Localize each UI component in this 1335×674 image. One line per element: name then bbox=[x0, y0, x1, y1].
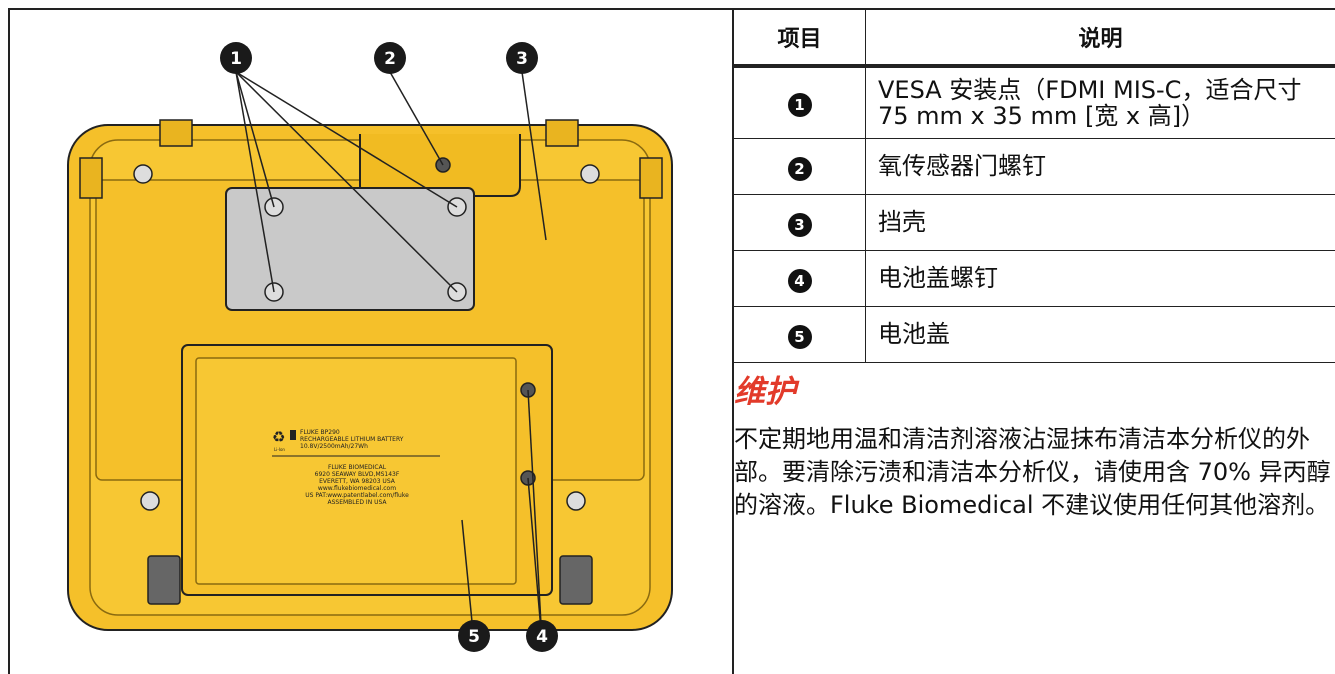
callout-5: 5 bbox=[468, 627, 480, 647]
row-description: VESA 安装点（FDMI MIS-C，适合尺寸 75 mm x 35 mm [… bbox=[866, 66, 1335, 138]
table-row: 3 挡壳 bbox=[734, 194, 1335, 250]
foot-right bbox=[560, 556, 592, 604]
table-row: 1 VESA 安装点（FDMI MIS-C，适合尺寸 75 mm x 35 mm… bbox=[734, 66, 1335, 138]
table-row: 2 氧传感器门螺钉 bbox=[734, 138, 1335, 194]
vesa-plate bbox=[226, 188, 474, 310]
side-tab-left bbox=[80, 158, 102, 198]
maintenance-body: 不定期地用温和清洁剂溶液沾湿抹布清洁本分析仪的外部。要清除污渍和清洁本分析仪，请… bbox=[734, 423, 1334, 522]
battery-label-liion: Li-Ion bbox=[274, 447, 285, 452]
battery-label-mfr4: www.flukebiomedical.com bbox=[318, 485, 396, 492]
callout-4: 4 bbox=[536, 627, 548, 647]
device-back-illustration: ♻ FLUKE BP290 RECHARGEABLE LITHIUM BATTE… bbox=[10, 10, 734, 674]
corner-screw-bl bbox=[141, 492, 159, 510]
battery-label-mfr2: 6920 SEAWAY BLVD,MS143F bbox=[315, 471, 400, 478]
legend-header-row: 项目 说明 bbox=[734, 10, 1335, 66]
legend-table: 项目 说明 1 VESA 安装点（FDMI MIS-C，适合尺寸 75 mm x… bbox=[734, 10, 1335, 363]
row-number-badge: 1 bbox=[788, 93, 812, 117]
right-column: 项目 说明 1 VESA 安装点（FDMI MIS-C，适合尺寸 75 mm x… bbox=[734, 8, 1335, 674]
battery-label-line1: FLUKE BP290 bbox=[300, 429, 340, 436]
row-number-badge: 5 bbox=[788, 325, 812, 349]
device-figure-panel: ♻ FLUKE BP290 RECHARGEABLE LITHIUM BATTE… bbox=[8, 8, 734, 674]
battery-label-line2: RECHARGEABLE LITHIUM BATTERY bbox=[300, 436, 404, 443]
side-tab-right bbox=[640, 158, 662, 198]
row-description: 挡壳 bbox=[866, 194, 1335, 250]
battery-label-mfr3: EVERETT, WA 98203 USA bbox=[319, 478, 396, 485]
header-item: 项目 bbox=[734, 10, 866, 66]
battery-cell-icon bbox=[290, 430, 296, 440]
header-description: 说明 bbox=[866, 10, 1335, 66]
corner-screw-tl bbox=[134, 165, 152, 183]
callout-1: 1 bbox=[230, 49, 242, 69]
battery-label-mfr6: ASSEMBLED IN USA bbox=[327, 499, 387, 506]
foot-left bbox=[148, 556, 180, 604]
corner-screw-br bbox=[567, 492, 585, 510]
row-description: 氧传感器门螺钉 bbox=[866, 138, 1335, 194]
table-row: 5 电池盖 bbox=[734, 306, 1335, 362]
callout-2: 2 bbox=[384, 49, 396, 69]
recycle-icon: ♻ bbox=[272, 428, 285, 446]
callout-3: 3 bbox=[516, 49, 528, 69]
battery-label-mfr5: US PAT:www.patentlabel.com/fluke bbox=[305, 492, 409, 499]
battery-label-mfr1: FLUKE BIOMEDICAL bbox=[328, 464, 387, 471]
table-row: 4 电池盖螺钉 bbox=[734, 250, 1335, 306]
row-number-badge: 4 bbox=[788, 269, 812, 293]
clip-right bbox=[546, 120, 578, 146]
corner-screw-tr bbox=[581, 165, 599, 183]
row-description: 电池盖螺钉 bbox=[866, 250, 1335, 306]
row-number-badge: 3 bbox=[788, 213, 812, 237]
row-description: 电池盖 bbox=[866, 306, 1335, 362]
row-number-badge: 2 bbox=[788, 157, 812, 181]
battery-label-line3: 10.8V/2500mAh/27Wh bbox=[300, 443, 368, 450]
maintenance-title: 维护 bbox=[734, 366, 796, 411]
clip-left bbox=[160, 120, 192, 146]
